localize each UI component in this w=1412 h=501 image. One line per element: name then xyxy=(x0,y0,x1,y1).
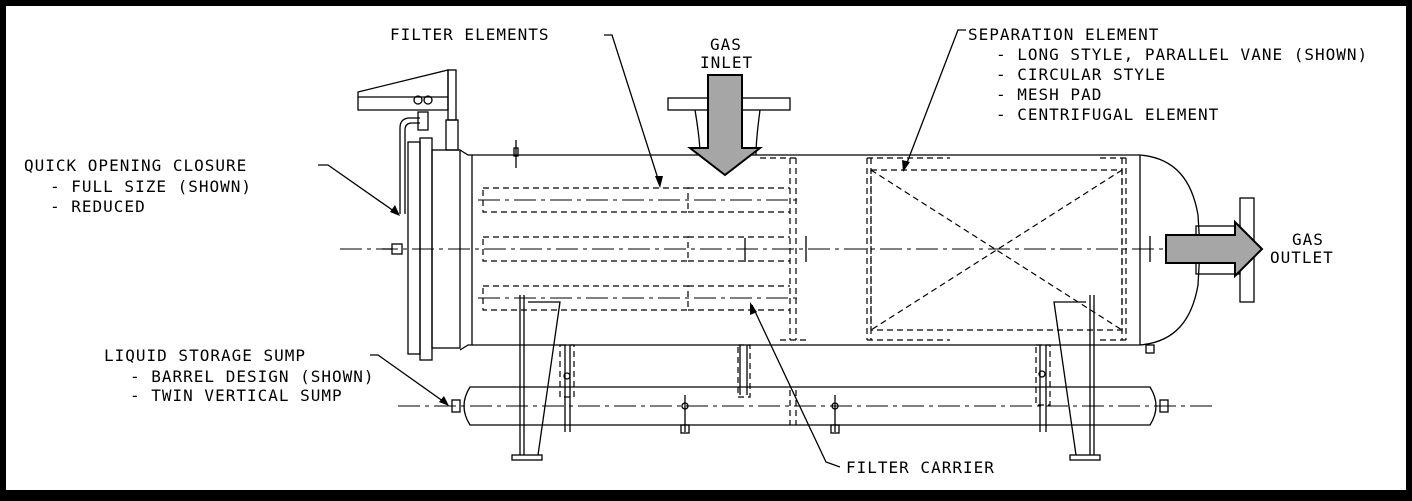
closure-option: - FULL SIZE (SHOWN) xyxy=(50,177,252,196)
label-filter-elements: FILTER ELEMENTS xyxy=(390,25,550,44)
gas-inlet-nozzle xyxy=(667,74,791,177)
sump-option: - BARREL DESIGN (SHOWN) xyxy=(130,367,375,386)
filter-elements xyxy=(478,187,807,311)
label-separation-element: SEPARATION ELEMENT xyxy=(968,25,1159,44)
label-gas-outlet-2: OUTLET xyxy=(1270,248,1334,267)
sump-option: - TWIN VERTICAL SUMP xyxy=(130,386,343,405)
separation-element xyxy=(866,157,1151,341)
separation-option: - CIRCULAR STYLE xyxy=(996,65,1166,84)
label-filter-carrier: FILTER CARRIER xyxy=(846,458,995,477)
quick-opening-closure xyxy=(357,69,473,361)
liquid-storage-sump xyxy=(398,344,1212,434)
label-gas-outlet-1: GAS xyxy=(1292,230,1324,249)
label-gas-inlet-2: INLET xyxy=(700,53,753,72)
closure-option: - REDUCED xyxy=(50,197,146,216)
label-liquid-storage-sump: LIQUID STORAGE SUMP xyxy=(104,346,306,365)
separation-option: - LONG STYLE, PARALLEL VANE (SHOWN) xyxy=(996,45,1368,64)
separation-option: - CENTRIFUGAL ELEMENT xyxy=(996,105,1219,124)
filter-carrier xyxy=(760,157,810,341)
separation-option: - MESH PAD xyxy=(996,85,1102,104)
gas-outlet-nozzle xyxy=(1165,197,1264,303)
gas-inlet-arrow-icon xyxy=(687,74,763,177)
label-gas-inlet-1: GAS xyxy=(710,35,742,54)
saddle-legs xyxy=(511,295,1101,461)
gas-outlet-arrow-icon xyxy=(1165,219,1264,279)
main-vessel xyxy=(340,140,1262,354)
leader-lines xyxy=(318,29,966,468)
label-quick-opening-closure: QUICK OPENING CLOSURE xyxy=(24,156,247,175)
